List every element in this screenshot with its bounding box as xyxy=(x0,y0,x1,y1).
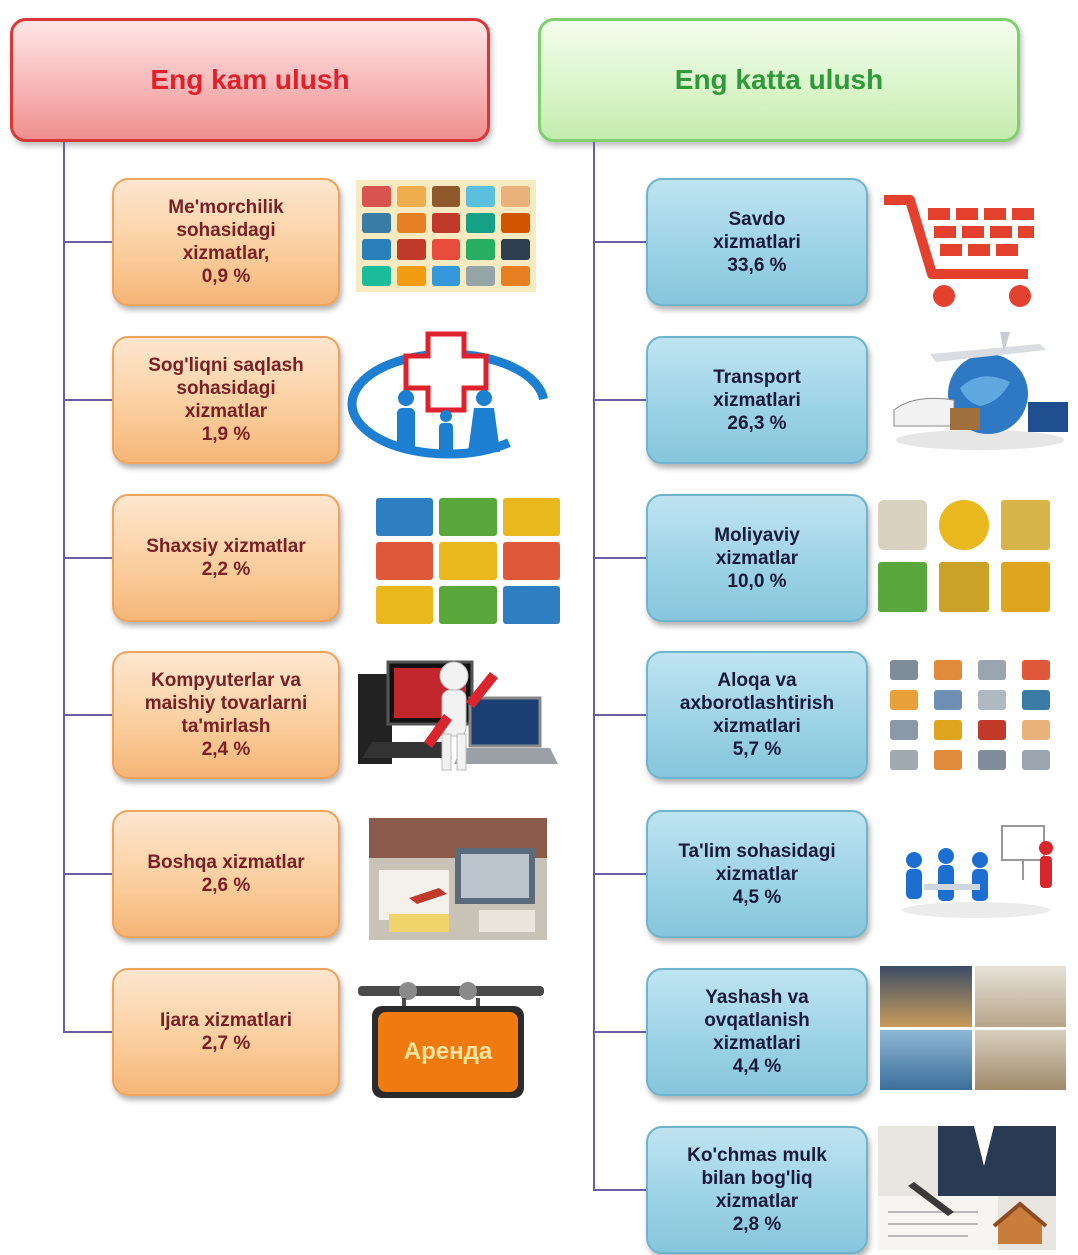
communication-icon xyxy=(890,660,918,680)
right-header: Eng katta ulush xyxy=(538,18,1020,142)
right-branch-line xyxy=(593,241,646,243)
education-presentation-icon xyxy=(902,825,1053,918)
service-tile xyxy=(439,542,497,580)
communication-icon xyxy=(934,720,962,740)
communication-icon xyxy=(1022,660,1050,680)
architecture-icon xyxy=(501,186,530,207)
communication-icon xyxy=(978,690,1006,710)
service-tile xyxy=(502,542,560,580)
architecture-icon xyxy=(362,265,391,286)
hotel-lobby-photo xyxy=(974,1029,1066,1090)
personal-services-icons-grid xyxy=(376,498,560,624)
communication-icon xyxy=(934,750,962,770)
right-branch-line xyxy=(593,1031,646,1033)
service-tile xyxy=(502,586,560,624)
architecture-icon xyxy=(431,239,461,260)
communication-icon xyxy=(1022,750,1050,770)
rent-sign-label: Аренда xyxy=(403,1038,493,1065)
computer-repair-icon xyxy=(358,660,558,771)
shopping-cart-icon xyxy=(884,195,1034,307)
communication-icon xyxy=(890,720,918,740)
communication-icon xyxy=(890,750,918,770)
communication-icon xyxy=(978,660,1006,680)
communication-icons-grid xyxy=(890,660,1050,770)
architecture-icon xyxy=(396,265,426,286)
left-branch-line xyxy=(63,241,112,243)
left-branch-line xyxy=(63,1031,112,1033)
architecture-icon xyxy=(431,212,461,233)
architecture-icon xyxy=(431,265,461,286)
real-estate-contract-photo xyxy=(878,1126,1056,1250)
communication-icon xyxy=(934,660,962,680)
service-tile xyxy=(439,586,497,624)
finance-icons-collage xyxy=(872,494,1056,618)
right-branch-line xyxy=(593,1189,646,1191)
architecture-icon xyxy=(466,265,496,286)
office-desk-photo xyxy=(369,818,547,940)
left-header: Eng kam ulush xyxy=(10,18,490,142)
transport-globe-icon xyxy=(893,332,1068,450)
architecture-icon xyxy=(501,265,530,286)
architecture-icon xyxy=(501,212,530,233)
architecture-icon xyxy=(362,186,391,207)
left-branch-line xyxy=(63,399,112,401)
healthcare-family-cross-icon xyxy=(347,331,549,459)
coins-stack-icon xyxy=(1000,562,1050,612)
credit-card-icon xyxy=(939,562,989,612)
safe-icon xyxy=(878,500,928,550)
communication-icon xyxy=(978,750,1006,770)
communication-icon xyxy=(890,690,918,710)
architecture-icon xyxy=(466,212,496,233)
communication-icon xyxy=(1022,690,1050,710)
right-branch-line xyxy=(593,714,646,716)
architecture-icon xyxy=(431,186,461,207)
architecture-icon xyxy=(501,239,530,260)
left-branch-line xyxy=(63,714,112,716)
architecture-icon xyxy=(466,186,496,207)
communication-icon xyxy=(934,690,962,710)
architecture-icon xyxy=(396,239,426,260)
growth-chart-icon xyxy=(878,562,928,612)
architecture-icon xyxy=(396,212,426,233)
architecture-icon xyxy=(466,239,496,260)
architecture-icon xyxy=(362,212,391,233)
architecture-icon xyxy=(396,186,426,207)
right-branch-line xyxy=(593,873,646,875)
architecture-icons-collage xyxy=(356,180,536,292)
service-tile xyxy=(376,542,434,580)
communication-icon xyxy=(1022,720,1050,740)
hotel-room-photo xyxy=(974,966,1066,1027)
service-tile xyxy=(502,498,560,536)
left-branch-line xyxy=(63,873,112,875)
service-tile xyxy=(376,586,434,624)
service-tile xyxy=(439,498,497,536)
hotel-pool-photo xyxy=(880,1029,972,1090)
right-trunk-line xyxy=(593,142,595,1190)
right-branch-line xyxy=(593,399,646,401)
communication-icon xyxy=(978,720,1006,740)
right-branch-line xyxy=(593,557,646,559)
hotel-photos-collage xyxy=(880,966,1066,1090)
rent-sign-icon xyxy=(358,982,544,1098)
hotel-building-photo xyxy=(880,966,972,1027)
left-branch-line xyxy=(63,557,112,559)
gold-bars-icon xyxy=(1000,500,1050,550)
architecture-icon xyxy=(362,239,391,260)
coin-icon xyxy=(939,500,989,550)
service-tile xyxy=(376,498,434,536)
left-trunk-line xyxy=(63,142,65,1031)
